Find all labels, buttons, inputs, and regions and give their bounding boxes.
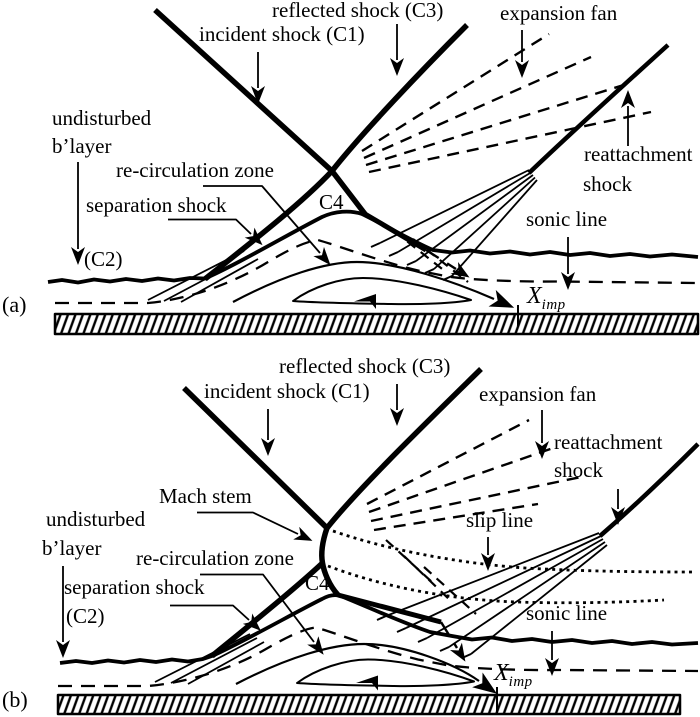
label-incident-shock-a: incident shock (C1) <box>199 22 365 46</box>
crossing-dashed-waves-a <box>393 230 469 283</box>
recirculation-flow-arrow-b <box>356 675 378 691</box>
label-reattachment-a: reattachment <box>584 142 693 166</box>
label-incident-shock-b: incident shock (C1) <box>204 379 370 403</box>
recirculation-outer-streamline-a <box>232 260 515 308</box>
panel-a-drawing <box>47 7 700 336</box>
label-reattachment-shock-b: shock <box>554 458 603 482</box>
label-recirculation-a: re-circulation zone <box>116 158 274 182</box>
recirculation-flow-arrow-a <box>354 294 376 309</box>
label-reflected-shock-b: reflected shock (C3) <box>279 354 451 378</box>
label-leader-arrows-b <box>56 384 625 676</box>
label-expansion-fan-a: expansion fan <box>500 1 618 25</box>
separation-leader-arrow-a <box>168 218 263 246</box>
reattachment-compression-waves-a <box>370 169 538 281</box>
slip-line-lower-b <box>327 564 665 605</box>
separation-compression-waves-b <box>154 633 265 685</box>
x-imp-sub-b: imp <box>508 674 533 690</box>
incident-shock-line-b <box>182 386 329 530</box>
mach-stem-leader-arrow-b <box>197 511 313 541</box>
slip-lines-b <box>327 529 697 605</box>
label-c4-b: C4 <box>305 571 330 595</box>
separation-shock-line-b <box>210 560 325 659</box>
slip-line-upper-b <box>332 529 697 574</box>
recirculation-leader-arrow-b <box>200 573 324 655</box>
label-c2-b: (C2) <box>66 604 105 628</box>
separation-leader-arrow-b <box>170 604 261 631</box>
label-separation-shock-a: separation shock <box>86 193 227 217</box>
label-sonic-line-a: sonic line <box>526 207 608 231</box>
recirculation-outer-streamline-b <box>235 642 497 694</box>
label-slip-line-b: slip line <box>466 508 534 532</box>
sonic-dashed-line-a <box>55 238 699 305</box>
recirculation-leader-arrow-a <box>203 185 331 266</box>
wall-b <box>56 693 682 716</box>
panel-tag-a: (a) <box>2 292 27 317</box>
reattachment-compression-waves-b <box>376 532 608 659</box>
x-imp-sub-a: imp <box>541 297 566 313</box>
label-mach-stem-b: Mach stem <box>159 484 252 508</box>
label-blayer-a: b’layer <box>52 134 112 158</box>
x-imp-base-a: X <box>527 283 542 309</box>
label-reattachment-shock-a: shock <box>583 172 632 196</box>
separation-reflected-shock-line-a <box>203 23 469 282</box>
label-x-imp-a: Ximp <box>527 284 566 313</box>
sonic-dashed-line-b <box>58 626 699 688</box>
separation-compression-waves-a <box>147 250 259 303</box>
recirculation-inner-streamline-a <box>292 277 472 306</box>
label-undisturbed-a: undisturbed <box>52 106 152 130</box>
label-sonic-line-b: sonic line <box>526 601 608 625</box>
reattachment-shock-line-a <box>527 43 670 175</box>
label-c4-a: C4 <box>319 190 344 214</box>
wall-a <box>53 312 700 336</box>
label-reflected-shock-a: reflected shock (C3) <box>272 0 444 22</box>
x-imp-base-b: X <box>494 660 509 686</box>
label-separation-shock-b: separation shock <box>64 575 205 599</box>
panel-b-drawing <box>56 367 700 716</box>
label-reattachment-b: reattachment <box>554 430 663 454</box>
label-c2-a: (C2) <box>84 247 123 271</box>
expansion-fan-rays-b <box>366 418 582 532</box>
label-expansion-fan-b: expansion fan <box>479 382 597 406</box>
reflected-shock-line-b <box>324 367 483 530</box>
label-recirculation-b: re-circulation zone <box>136 546 294 570</box>
panel-tag-b: (b) <box>2 687 28 712</box>
c4-shock-line-b <box>337 592 442 625</box>
recirculation-inner-streamline-b <box>296 658 475 688</box>
label-x-imp-b: Ximp <box>494 661 533 690</box>
expansion-fan-rays-a <box>361 32 652 174</box>
label-blayer-b: b’layer <box>42 536 102 560</box>
boundary-layer-sonic-wavy-line-b <box>59 593 699 665</box>
crossing-dashed-waves-b <box>385 539 477 615</box>
reattachment-shock-line-b <box>598 442 700 538</box>
boundary-layer-sonic-wavy-line-a <box>47 209 699 285</box>
label-undisturbed-b: undisturbed <box>46 507 146 531</box>
label-leader-arrows-a <box>71 24 635 290</box>
